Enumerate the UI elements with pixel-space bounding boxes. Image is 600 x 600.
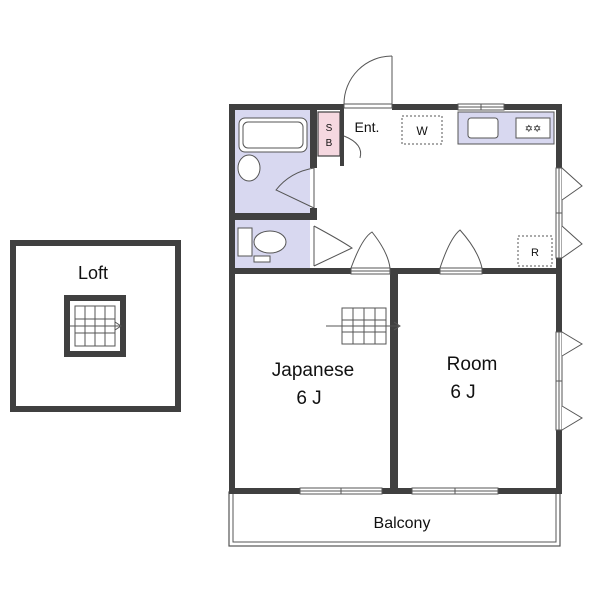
walls — [229, 104, 562, 494]
bath-sink — [237, 154, 261, 182]
fridge-label: R — [531, 247, 539, 259]
japanese-room-name: Japanese — [272, 360, 354, 381]
stove — [515, 117, 551, 139]
japanese-door — [350, 231, 391, 275]
wall-bath-toilet — [235, 213, 317, 220]
wall-right — [556, 104, 562, 494]
shoebox-label-s: S — [326, 123, 333, 134]
bathtub — [238, 117, 308, 153]
bathroom-door — [275, 167, 315, 209]
wall-bath-right-mid — [310, 208, 317, 220]
western-room-name: Room — [447, 354, 498, 375]
loft-stairs — [326, 307, 401, 345]
wall-rooms-divider — [390, 268, 398, 494]
loft: Loft — [10, 240, 181, 412]
stove-burners-icon: ✡✡ — [525, 124, 542, 135]
wall-top-left — [229, 104, 344, 110]
washer-label: W — [416, 124, 428, 138]
room-door — [439, 229, 483, 275]
balcony-label: Balcony — [374, 515, 431, 532]
wall-left — [229, 104, 235, 494]
toilet-door — [313, 225, 354, 267]
kitchen-sink — [467, 117, 499, 139]
balcony: Balcony — [228, 491, 561, 547]
washer-space — [401, 115, 443, 145]
wall-mid-right — [482, 268, 562, 274]
loft-ladder — [70, 305, 122, 347]
wall-mid-center — [390, 268, 440, 274]
loft-label: Loft — [78, 263, 108, 283]
wall-bath-right-upper — [310, 110, 317, 168]
wall-shoebox — [340, 110, 344, 166]
wall-mid-left — [229, 268, 351, 274]
entrance-label: Ent. — [355, 119, 380, 135]
fridge-space — [517, 235, 553, 267]
japanese-room-size: 6 J — [296, 388, 321, 409]
doors — [275, 55, 483, 275]
fixtures — [237, 111, 555, 267]
window-shutters — [561, 167, 583, 431]
shoebox-door — [343, 135, 362, 159]
labels: Ent. S B W ✡✡ R Japanese 6 J Room 6 J — [272, 119, 542, 409]
entrance-door — [343, 55, 393, 109]
shoe-box — [317, 111, 341, 157]
windows — [299, 103, 563, 495]
western-room-size: 6 J — [450, 382, 475, 403]
shoebox-label-b: B — [326, 138, 333, 149]
toilet — [237, 227, 287, 263]
